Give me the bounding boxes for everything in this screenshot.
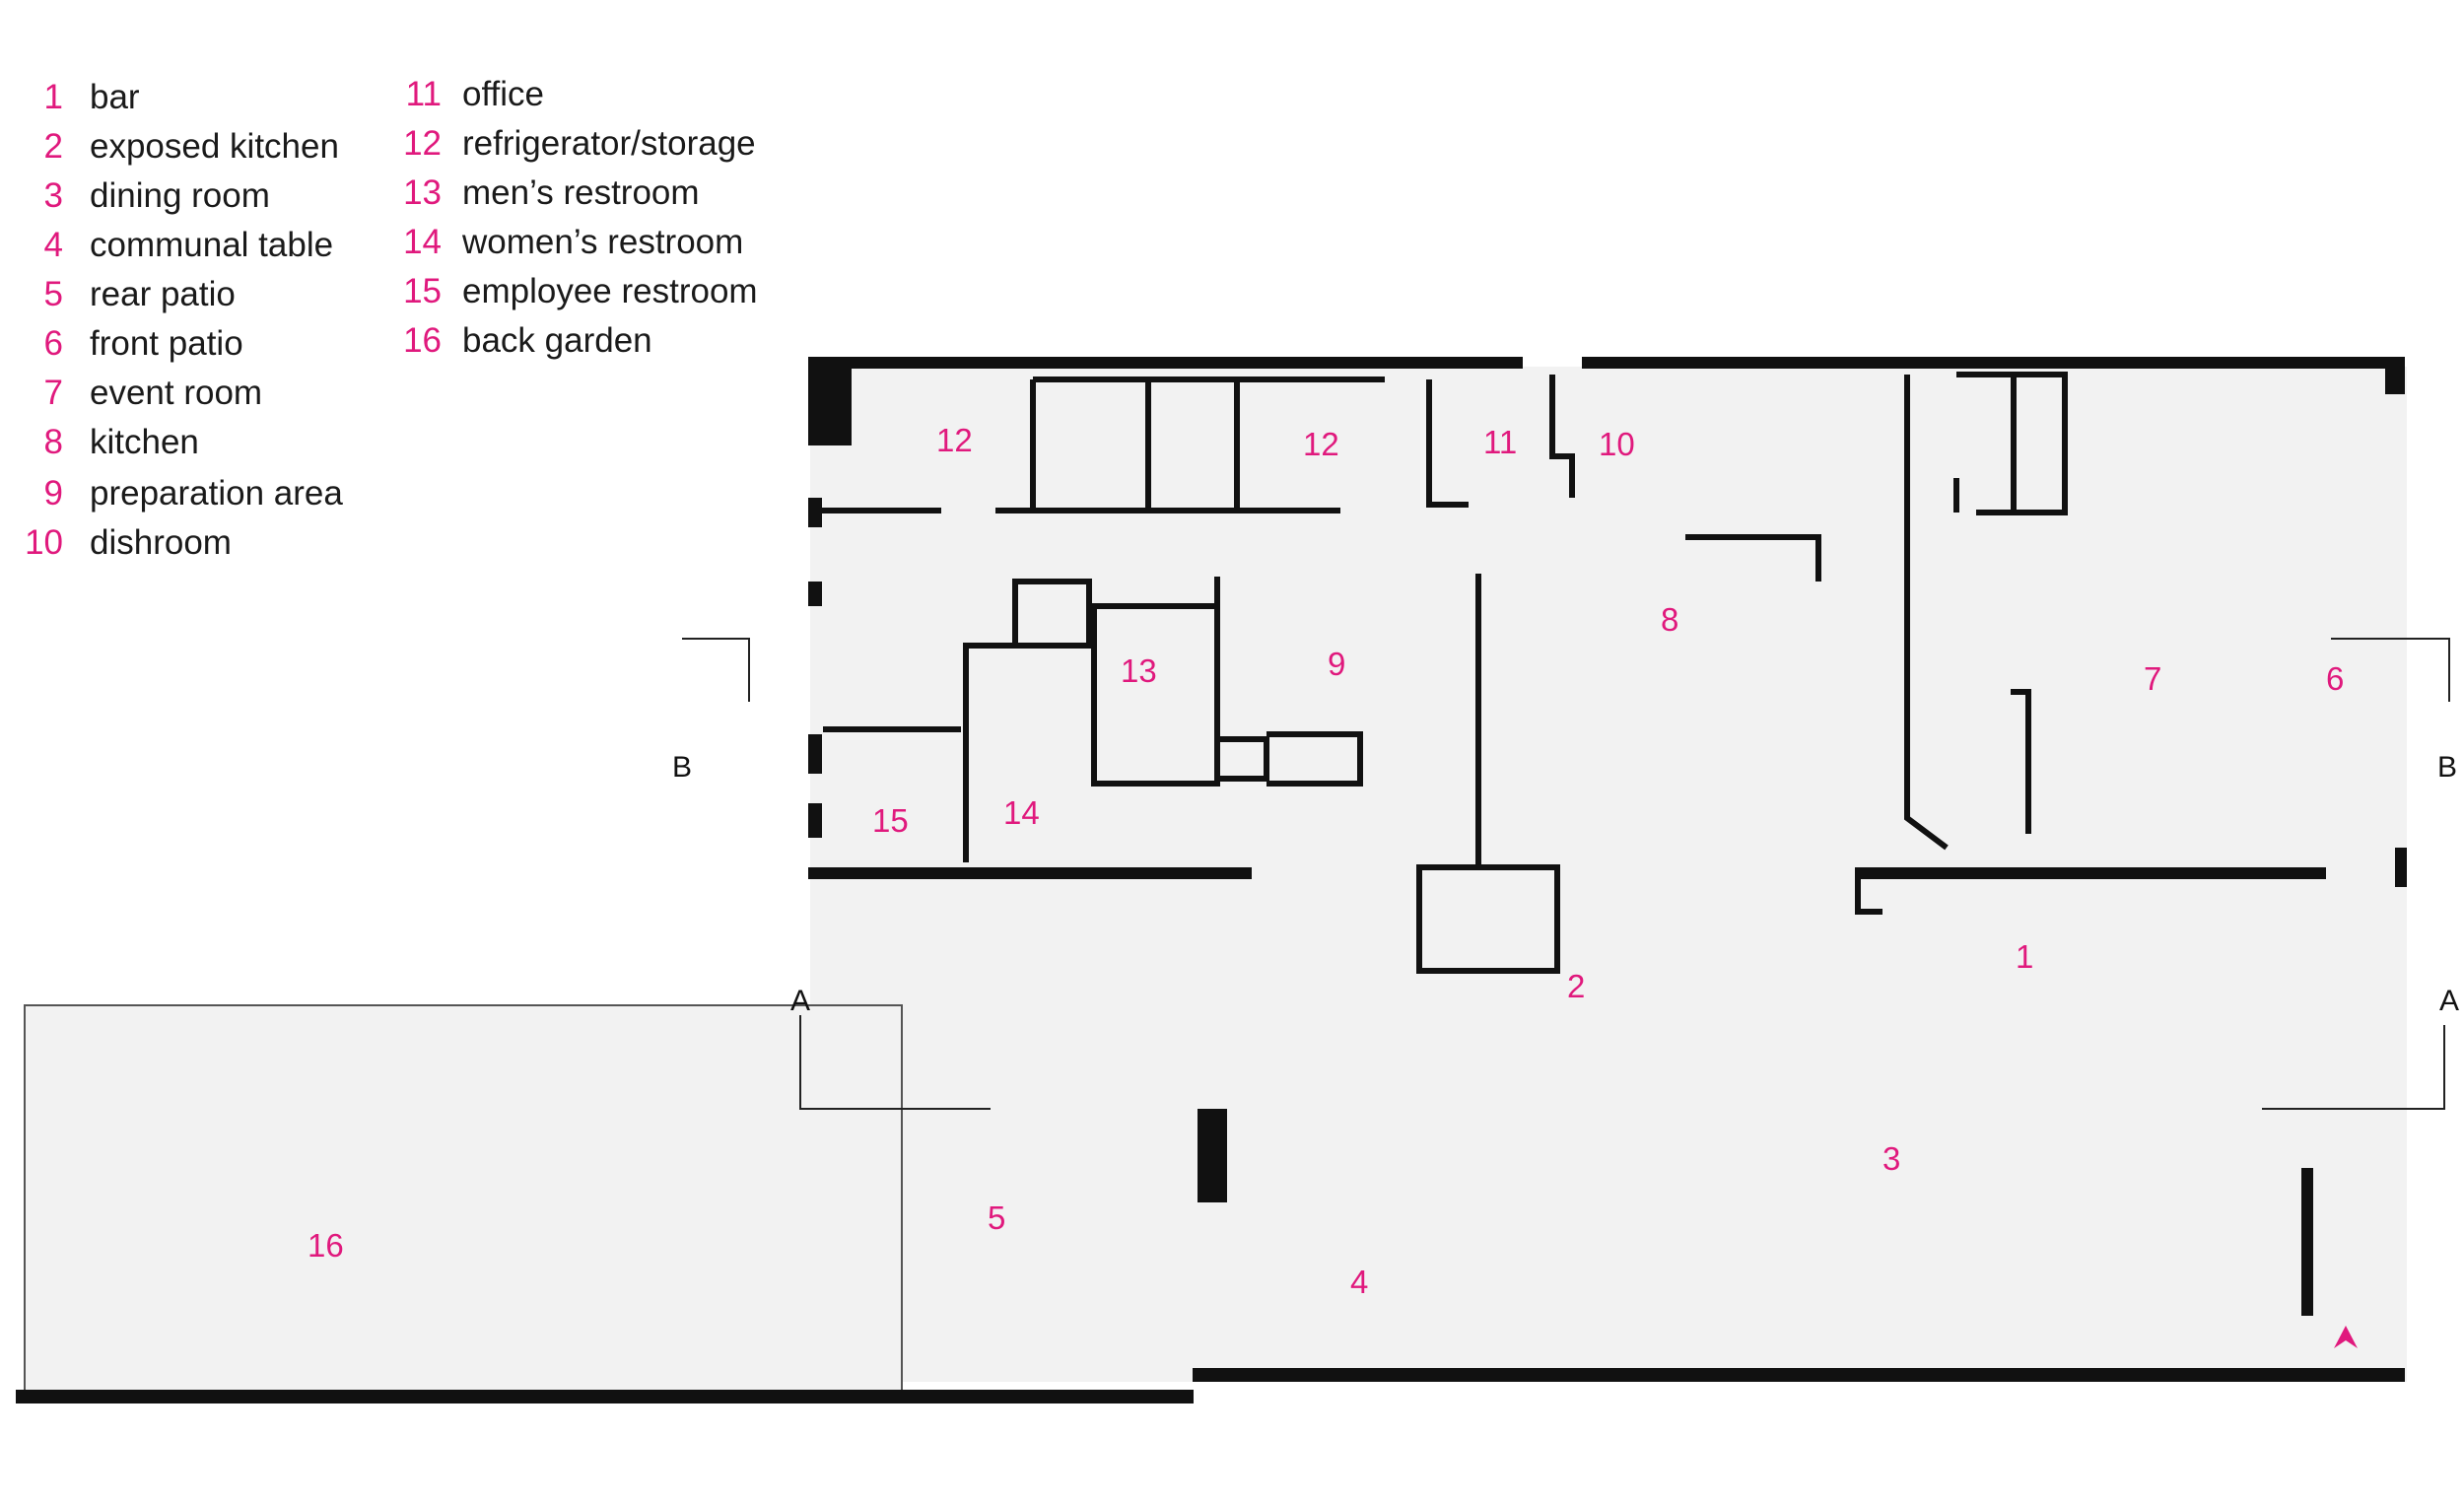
back-garden-floor	[24, 1004, 903, 1393]
legend-number: 5	[43, 275, 63, 313]
office-wall	[1426, 375, 1575, 508]
legend-number: 13	[403, 173, 442, 212]
dishroom-wall	[1685, 534, 1821, 582]
wall	[16, 1390, 1194, 1403]
room-label-1: 1	[2016, 938, 2033, 975]
legend-number: 14	[403, 223, 442, 261]
legend-label: dishroom	[90, 523, 232, 562]
room-label-4: 4	[1350, 1264, 1368, 1300]
wall	[808, 803, 822, 838]
room-label-3: 3	[1882, 1140, 1900, 1177]
kitchen-wall	[1416, 864, 1560, 974]
room-labels: 12 12 11 10 13 9 8 7 6 15 14 1 2 3 5 4 1…	[308, 422, 2344, 1300]
legend-label: rear patio	[90, 275, 236, 313]
legend-label: dining room	[90, 176, 270, 215]
legend-number: 2	[43, 127, 63, 166]
event-room-closet	[1953, 372, 2068, 834]
room-label-6: 6	[2326, 660, 2344, 697]
exterior-walls	[16, 357, 2407, 1403]
legend-label: women’s restroom	[462, 223, 744, 261]
room-label-10: 10	[1599, 426, 1635, 462]
legend-label: front patio	[90, 324, 243, 363]
prep-wall	[1214, 577, 1363, 787]
legend-label: bar	[90, 78, 140, 116]
legend-label: employee restroom	[462, 272, 758, 310]
wall	[1582, 357, 1927, 369]
legend-number: 3	[43, 176, 63, 215]
room-label-13: 13	[1121, 652, 1157, 689]
legend-number: 10	[25, 523, 63, 562]
wall	[808, 734, 822, 774]
legend-number: 15	[403, 272, 442, 310]
room-legend: 1 bar 2 exposed kitchen 3 dining room 4 comm…	[0, 0, 788, 562]
legend-label: exposed kitchen	[90, 127, 339, 166]
room-label-12: 12	[936, 422, 973, 458]
section-line-b-left	[682, 638, 750, 702]
legend-label: event room	[90, 374, 263, 412]
legend-number: 7	[43, 374, 63, 412]
section-label-a-right: A	[2439, 985, 2459, 1017]
wall	[808, 498, 822, 527]
storage-wall	[822, 376, 1385, 513]
section-lines	[682, 638, 2450, 1110]
section-label-b-left: B	[672, 751, 692, 784]
wall	[2385, 357, 2405, 394]
section-line-a-right	[2262, 1025, 2445, 1110]
legend-label: men’s restroom	[462, 173, 700, 212]
room-label-9: 9	[1328, 646, 1345, 682]
room-label-11: 11	[1483, 424, 1517, 460]
legend-label: office	[462, 75, 545, 113]
wall	[1198, 1109, 1227, 1202]
legend-label: refrigerator/storage	[462, 124, 756, 163]
section-line-b-right	[2331, 638, 2450, 702]
wall	[808, 582, 822, 606]
legend-label: preparation area	[90, 474, 343, 513]
legend-number: 1	[43, 78, 63, 116]
room-label-16: 16	[308, 1227, 344, 1264]
section-label-a-left: A	[790, 985, 810, 1017]
legend-number: 9	[43, 474, 63, 513]
interior-walls	[822, 372, 2068, 974]
wall	[1858, 867, 2326, 879]
wall	[2301, 1168, 2313, 1316]
section-label-b-right: B	[2437, 751, 2457, 784]
room-label-8: 8	[1661, 601, 1678, 638]
wall	[1193, 1368, 2405, 1382]
room-label-7: 7	[2144, 660, 2161, 697]
legend-number: 4	[43, 226, 63, 264]
bar-wall	[1855, 867, 1882, 915]
legend-number: 8	[43, 423, 63, 461]
section-labels: B B A A	[672, 751, 2459, 1017]
wall	[808, 867, 1252, 879]
legend-number: 6	[43, 324, 63, 363]
room-label-15: 15	[872, 802, 909, 839]
room-label-14: 14	[1003, 794, 1040, 831]
room-label-12: 12	[1303, 426, 1339, 462]
event-room-wall	[1904, 375, 1949, 851]
room-label-2: 2	[1567, 968, 1585, 1004]
legend-number: 12	[403, 124, 442, 163]
legend-label: kitchen	[90, 423, 199, 461]
entrance-arrow-icon	[2334, 1326, 2358, 1348]
wall	[808, 357, 852, 445]
legend-number: 16	[403, 321, 442, 360]
legend-number: 11	[405, 75, 442, 113]
section-line-a-left	[799, 1015, 991, 1110]
room-label-5: 5	[988, 1199, 1005, 1236]
wall	[808, 357, 1523, 369]
legend-label: back garden	[462, 321, 652, 360]
wall	[1927, 357, 2405, 369]
legend-label: communal table	[90, 226, 334, 264]
wall	[2395, 848, 2407, 887]
